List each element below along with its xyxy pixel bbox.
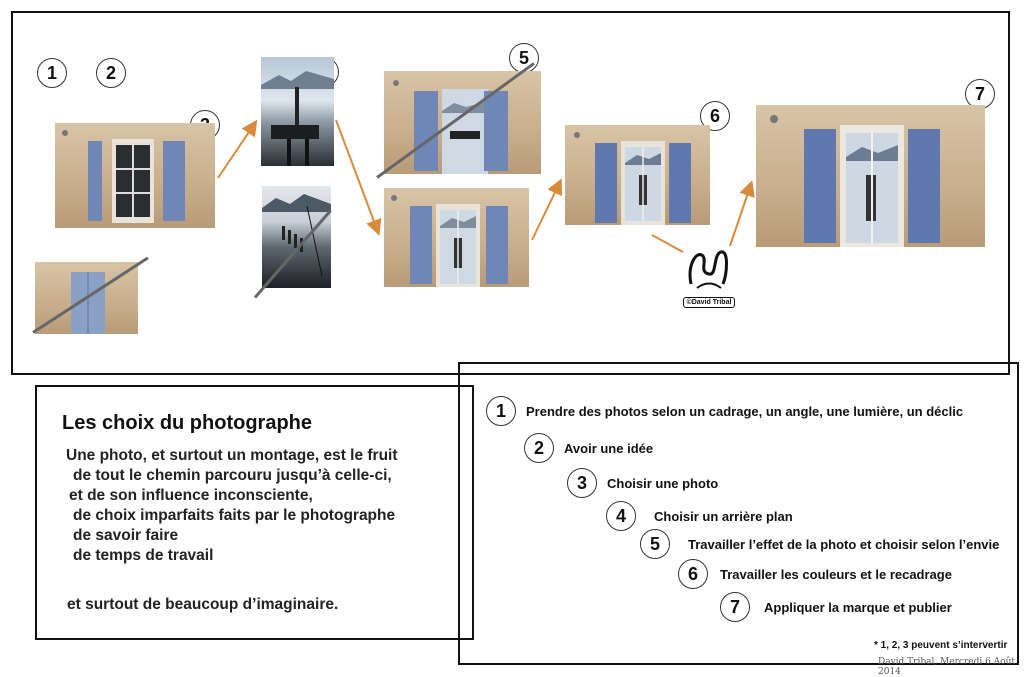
step-2: 2 Avoir une idée: [524, 433, 653, 463]
step-number: 7: [720, 592, 750, 622]
arrow-6-to-7: [729, 180, 755, 247]
step-label: Travailler les couleurs et le recadrage: [720, 566, 952, 582]
step-number: 6: [678, 559, 708, 589]
text-box-frame: [35, 385, 474, 640]
step-3: 3 Choisir une photo: [567, 468, 718, 498]
arrow-5-to-6: [531, 178, 562, 241]
photo-pier-background: [261, 57, 334, 166]
arrow-6-to-watermark: [651, 234, 684, 253]
photo-color-adjusted: [565, 125, 710, 225]
step-label: Prendre des photos selon un cadrage, un …: [526, 403, 964, 419]
diagram-number-1: 1: [37, 58, 67, 88]
step-1: 1 Prendre des photos selon un cadrage, u…: [486, 396, 963, 426]
diagram-frame: [11, 11, 1010, 375]
step-6: 6 Travailler les couleurs et le recadrag…: [678, 559, 952, 589]
text-box-title: Les choix du photographe: [62, 412, 313, 434]
flow-arrows: [217, 119, 755, 253]
arrow-4-to-5: [335, 119, 382, 236]
diagram-number-7: 7: [965, 79, 995, 109]
step-number: 4: [606, 501, 636, 531]
step-number: 3: [567, 468, 597, 498]
photo-composite-trial-b: [384, 188, 529, 287]
step-number: 1: [486, 396, 516, 426]
step-label: Appliquer la marque et publier: [764, 599, 952, 615]
text-line: de tout le chemin parcouru jusqu’à celle…: [73, 467, 392, 484]
step-label: Travailler l’effet de la photo et choisi…: [688, 536, 1000, 552]
text-line: de choix imparfaits faits par le photogr…: [73, 507, 396, 524]
text-box-closing: et surtout de beaucoup d’imaginaire.: [67, 596, 339, 613]
photo-original-window: [55, 123, 215, 228]
step-label: Choisir un arrière plan: [654, 508, 793, 524]
photo-final: [756, 105, 985, 247]
diagram-number-6: 6: [700, 101, 730, 131]
step-5: 5 Travailler l’effet de la photo et choi…: [640, 529, 999, 559]
watermark-text: ©David Tribal: [683, 297, 735, 308]
step-7: 7 Appliquer la marque et publier: [720, 592, 952, 622]
step-number: 2: [524, 433, 554, 463]
signature: David Tribal, Mercredi 6 Août 2014: [878, 657, 1016, 677]
step-label: Choisir une photo: [607, 475, 719, 491]
steps-box-frame: [458, 362, 1019, 665]
diagram-number-2: 2: [96, 58, 126, 88]
watermark-logo: ©David Tribal: [683, 244, 735, 308]
footnote: * 1, 2, 3 peuvent s’intervertir: [874, 640, 1008, 651]
text-line: et de son influence inconsciente,: [69, 487, 313, 504]
photo-composite-trial-a: [384, 71, 541, 174]
text-line: de temps de travail: [73, 547, 214, 564]
arrow-3-to-4: [217, 119, 258, 179]
text-line: Une photo, et surtout un montage, est le…: [66, 447, 398, 464]
text-line: de savoir faire: [73, 527, 179, 544]
text-box-paragraph: Une photo, et surtout un montage, est le…: [66, 446, 398, 566]
step-label: Avoir une idée: [564, 440, 654, 456]
step-number: 5: [640, 529, 670, 559]
photo-posts-background: [262, 186, 331, 288]
step-4: 4 Choisir un arrière plan: [606, 501, 793, 531]
